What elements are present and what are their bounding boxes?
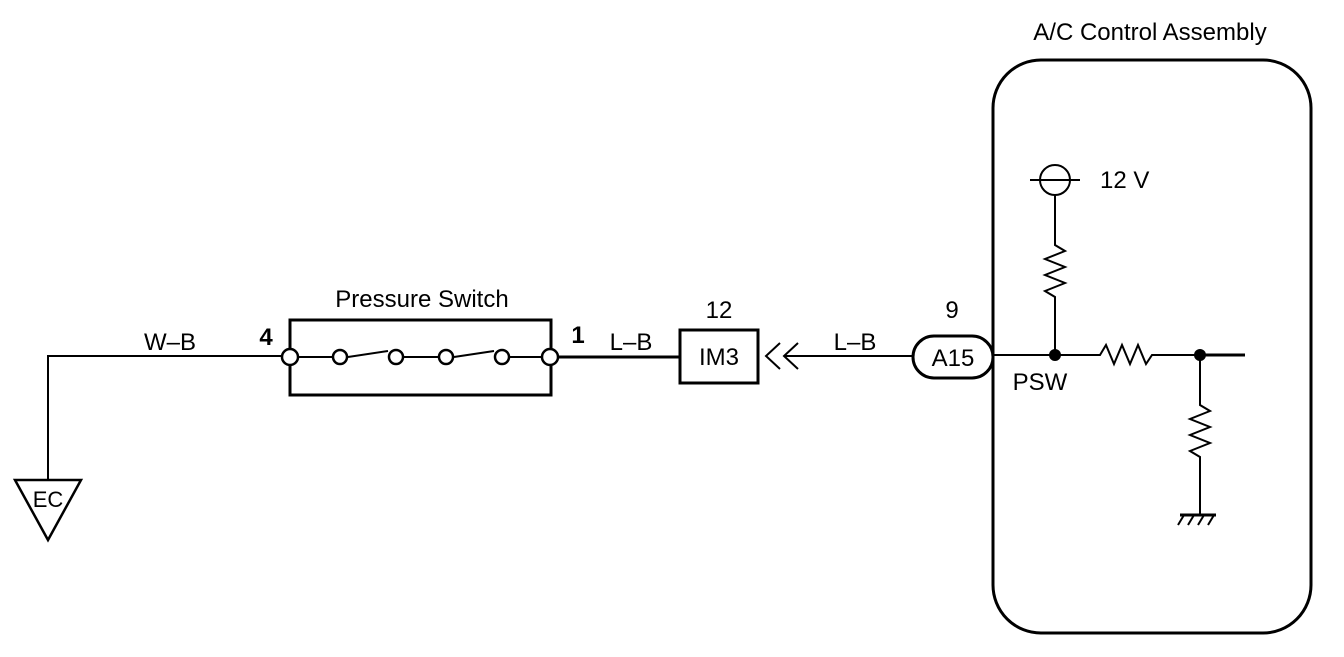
pressure-switch-pin-4: 4: [259, 324, 273, 351]
wire-l-b-left-label: L–B: [610, 329, 653, 356]
connector-a15-box: [911, 334, 995, 380]
pressure-switch-pin-1: 1: [571, 322, 584, 349]
contact-circle: [331, 348, 349, 366]
terminal-circle-1: [540, 347, 560, 367]
ground-triangle-icon: [12, 478, 84, 543]
connector-im3-pin: 12: [706, 297, 733, 324]
ground-hatch: [1177, 514, 1185, 526]
connector-a15-label: A15: [932, 345, 975, 372]
wire-l-b-right-label: L–B: [834, 329, 877, 356]
connector-a15-pin: 9: [945, 297, 958, 324]
ac-control-assembly: A/C Control Assembly: [991, 19, 1313, 635]
connector-im3-box: [678, 328, 760, 385]
supply-label: 12 V: [1100, 167, 1149, 194]
contact-circle: [437, 348, 455, 366]
switch-blade-1: [347, 350, 389, 358]
wire-l-b-right: L–B: [784, 329, 913, 357]
connector-a15: 9 A15: [911, 297, 995, 380]
connector-im3: 12 IM3: [678, 297, 799, 385]
wire-l-b-left: L–B: [558, 329, 680, 359]
pull-down-resistor-icon: [1187, 355, 1213, 515]
contact-circle: [387, 348, 405, 366]
junction-chevron-icon: [764, 342, 781, 370]
contact-circle: [493, 348, 511, 366]
assembly-outline: [991, 58, 1313, 635]
wire-w-b-label: W–B: [144, 329, 196, 356]
series-resistor-icon: [1055, 342, 1200, 367]
wire-w-b: W–B: [48, 329, 283, 357]
switch-blade-2: [453, 350, 495, 358]
ground-label: EC: [33, 487, 64, 512]
connector-im3-label: IM3: [699, 344, 739, 371]
pressure-switch-label: Pressure Switch: [335, 286, 508, 313]
pull-up-resistor-icon: [1042, 195, 1068, 355]
ground-ec: EC: [12, 355, 84, 543]
ground-hatch: [1187, 514, 1195, 526]
pressure-switch: Pressure Switch 4 1: [259, 286, 585, 397]
ground-hatch: [1207, 514, 1215, 526]
ground-hatch: [1197, 514, 1205, 526]
terminal-circle-4: [280, 347, 300, 367]
assembly-internal-circuit: PSW 12 V: [993, 164, 1245, 526]
assembly-title: A/C Control Assembly: [1033, 19, 1266, 46]
terminal-psw-label: PSW: [1013, 369, 1068, 396]
